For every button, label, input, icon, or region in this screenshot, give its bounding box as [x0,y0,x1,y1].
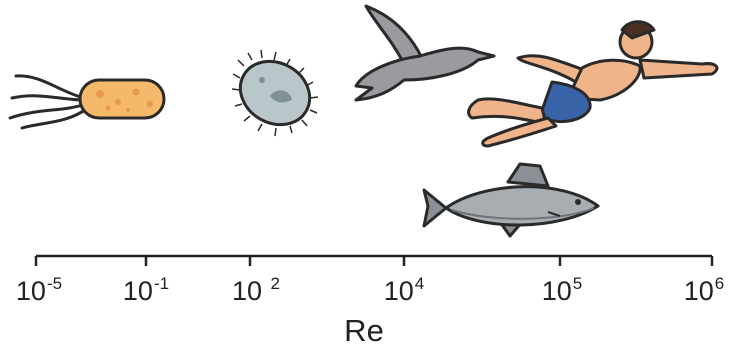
tick-label: 105 [542,274,583,307]
bacterium-icon [10,76,164,128]
axis-title: Re [344,313,384,349]
fish-icon [424,164,598,236]
swimmer-icon [469,22,717,146]
tick-label: 10-1 [123,274,169,307]
tick-label: 10 2 [232,274,280,307]
paramecium-icon [229,49,321,137]
tick-label: 10-5 [16,274,62,307]
tick-label: 106 [684,274,725,307]
tick-label: 104 [384,274,425,307]
bird-icon [356,6,494,100]
reynolds-axis [36,256,712,266]
